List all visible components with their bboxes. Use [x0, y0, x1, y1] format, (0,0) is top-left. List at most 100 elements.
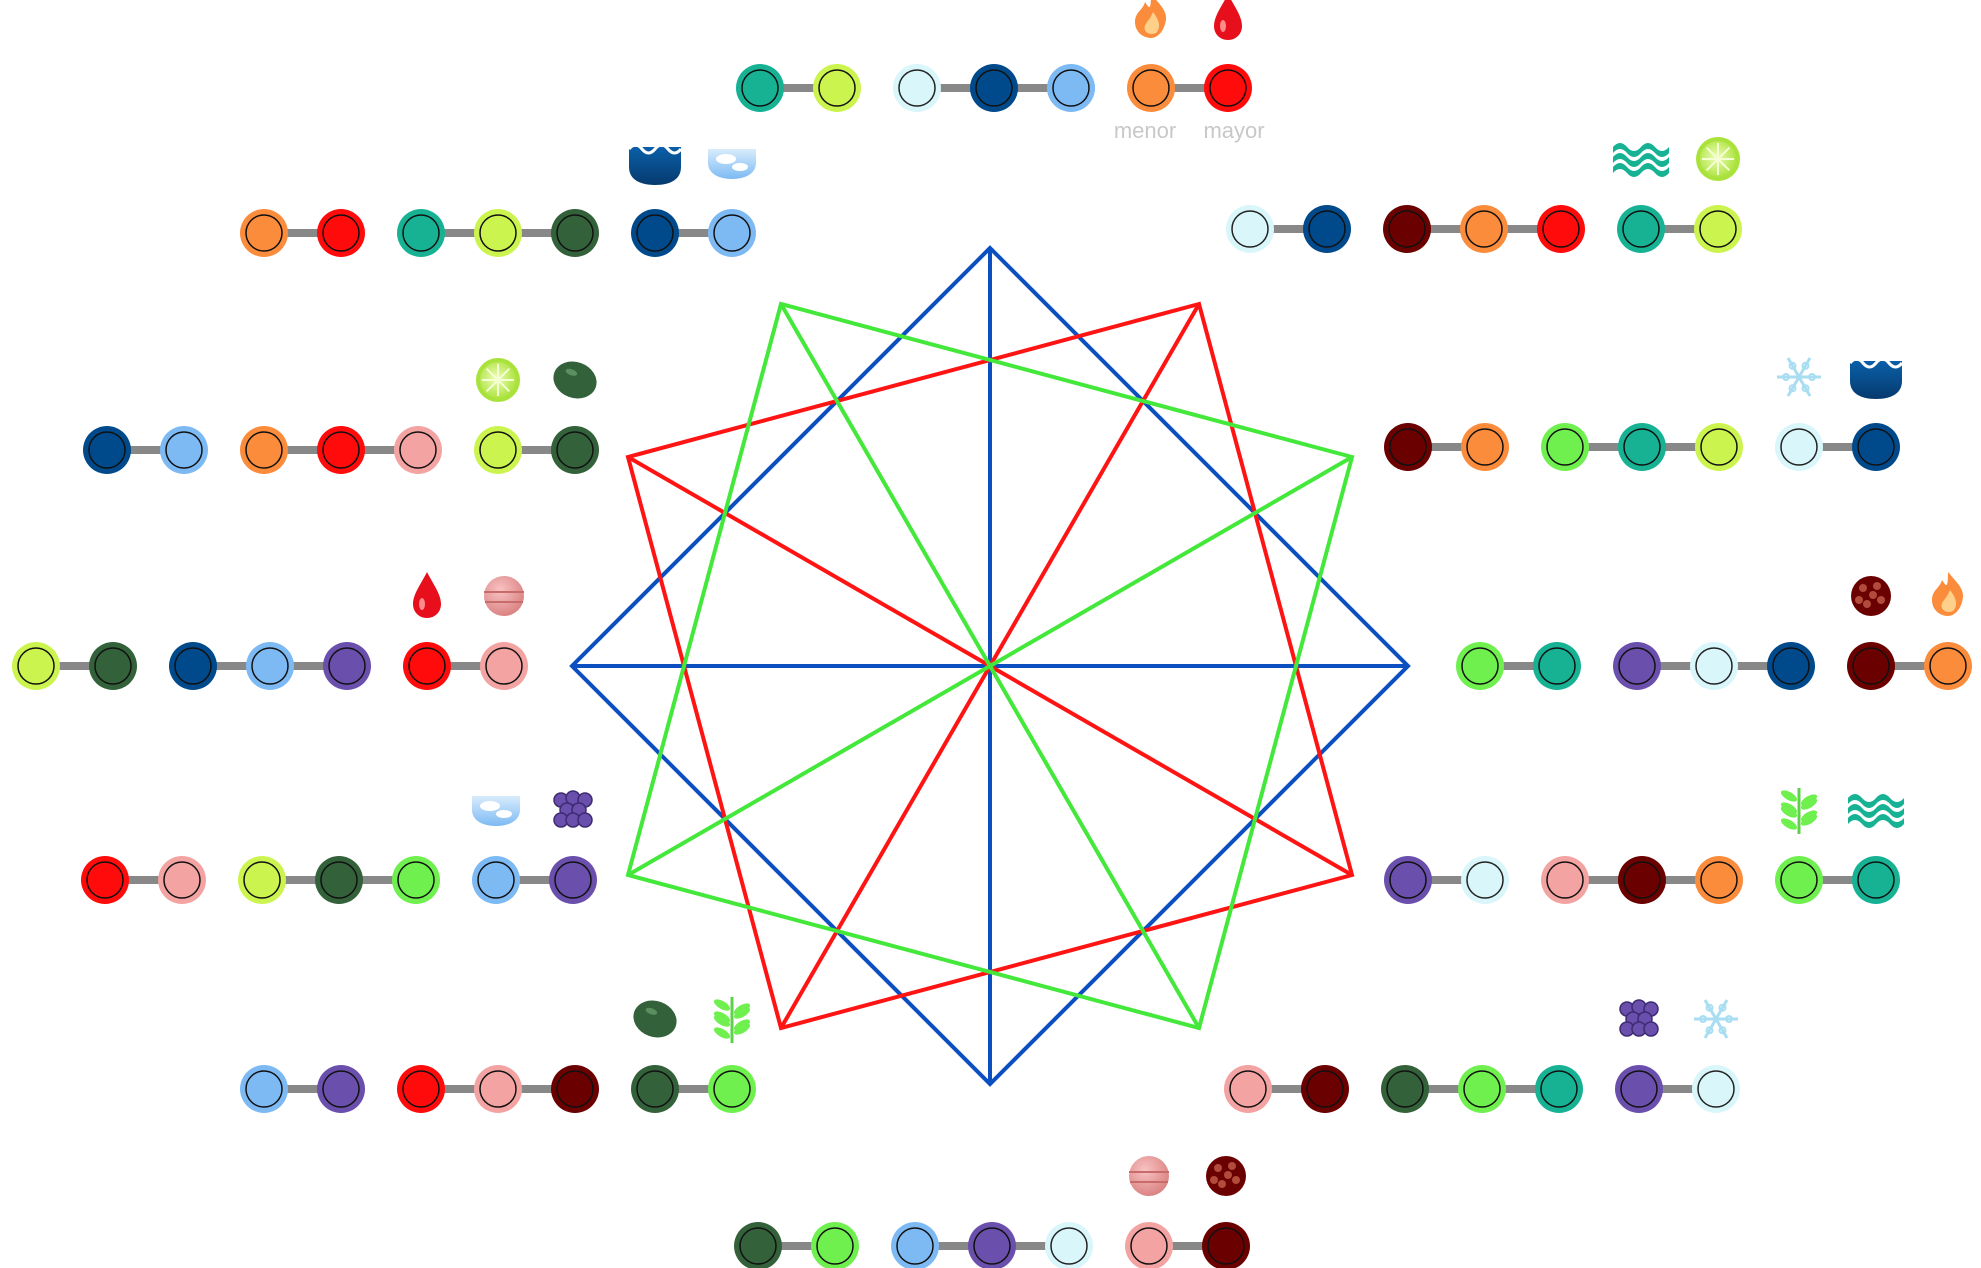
color-node-core	[1051, 1228, 1087, 1264]
color-node-core	[1773, 648, 1809, 684]
maroon-rock-icon	[1206, 1156, 1246, 1196]
color-node-core	[1624, 862, 1660, 898]
color-node-core	[1307, 1071, 1343, 1107]
color-node-core	[1696, 648, 1732, 684]
color-group	[403, 642, 528, 690]
color-node-core	[1781, 429, 1817, 465]
color-group	[1224, 1065, 1349, 1113]
color-node-core	[899, 70, 935, 106]
color-node-core	[480, 215, 516, 251]
color-group	[1541, 423, 1743, 471]
color-node-core	[557, 432, 593, 468]
color-node-core	[18, 648, 54, 684]
color-node-core	[740, 1228, 776, 1264]
herb-sprig-icon	[1779, 788, 1819, 834]
color-node-core	[1858, 429, 1894, 465]
color-group	[1615, 1065, 1740, 1113]
color-group	[893, 64, 1095, 112]
color-node-core	[95, 648, 131, 684]
color-node-core	[555, 862, 591, 898]
color-node-core	[1541, 1071, 1577, 1107]
color-node-core	[87, 862, 123, 898]
color-node-core	[1547, 429, 1583, 465]
color-node-core	[403, 215, 439, 251]
color-node-core	[1467, 429, 1503, 465]
row-mid-upper-right	[1384, 358, 1902, 471]
color-node-core	[1621, 1071, 1657, 1107]
pink-planet-icon	[484, 576, 524, 616]
color-group	[397, 209, 599, 257]
color-group	[1847, 642, 1972, 690]
color-node-core	[480, 432, 516, 468]
snowflake-icon	[1694, 1000, 1738, 1038]
color-group	[1541, 856, 1743, 904]
waves-icon	[1613, 143, 1669, 177]
color-group	[734, 1222, 859, 1268]
row-lower-right	[1224, 1000, 1740, 1113]
color-node-core	[486, 648, 522, 684]
color-node-core	[1623, 211, 1659, 247]
color-node-core	[976, 70, 1012, 106]
scale-labels: menor mayor	[1114, 118, 1265, 143]
color-node-core	[557, 1071, 593, 1107]
color-group	[1226, 205, 1351, 253]
row-mid-lower-right	[1384, 788, 1904, 904]
color-node-core	[1698, 1071, 1734, 1107]
color-node-core	[1619, 648, 1655, 684]
color-group	[891, 1222, 1093, 1268]
color-node-core	[1230, 1071, 1266, 1107]
lime-slice-icon	[476, 358, 520, 402]
color-node-core	[409, 648, 445, 684]
color-group	[1613, 642, 1815, 690]
color-node-core	[400, 432, 436, 468]
color-node-core	[1700, 211, 1736, 247]
color-node-core	[1462, 648, 1498, 684]
color-node-core	[1547, 862, 1583, 898]
color-node-core	[175, 648, 211, 684]
color-node-core	[1387, 1071, 1423, 1107]
row-upper-right	[1226, 137, 1742, 253]
color-node-core	[557, 215, 593, 251]
color-group	[169, 642, 371, 690]
color-group	[1383, 205, 1585, 253]
grapes-icon	[1620, 1000, 1658, 1036]
color-node-core	[1309, 211, 1345, 247]
color-group	[240, 426, 442, 474]
color-node-core	[1131, 1228, 1167, 1264]
color-group	[1384, 856, 1509, 904]
color-group	[1384, 423, 1509, 471]
color-group	[1775, 856, 1900, 904]
color-node-core	[329, 648, 365, 684]
color-node-core	[89, 432, 125, 468]
row-bottom	[734, 1156, 1250, 1268]
fire-icon	[1135, 0, 1166, 38]
color-node-core	[1853, 648, 1889, 684]
color-node-core	[1467, 862, 1503, 898]
color-node-core	[897, 1228, 933, 1264]
color-node-core	[637, 1071, 673, 1107]
color-node-core	[403, 1071, 439, 1107]
deep-water-icon	[1850, 359, 1902, 399]
major-label: mayor	[1203, 118, 1264, 143]
color-node-core	[1053, 70, 1089, 106]
color-node-core	[321, 862, 357, 898]
color-group	[736, 64, 861, 112]
color-group	[1456, 642, 1581, 690]
fire-icon	[1932, 572, 1963, 616]
color-group	[1617, 205, 1742, 253]
color-node-core	[819, 70, 855, 106]
blood-drop-icon	[413, 572, 441, 618]
color-node-core	[1930, 648, 1966, 684]
color-group	[83, 426, 208, 474]
color-node-core	[166, 432, 202, 468]
color-node-core	[480, 1071, 516, 1107]
star-polygons	[572, 248, 1408, 1084]
color-node-core	[1624, 429, 1660, 465]
color-node-core	[246, 432, 282, 468]
row-mid-lower-left	[81, 791, 597, 904]
color-node-core	[1781, 862, 1817, 898]
color-node-core	[817, 1228, 853, 1264]
color-node-core	[1701, 862, 1737, 898]
pink-planet-icon	[1129, 1156, 1169, 1196]
